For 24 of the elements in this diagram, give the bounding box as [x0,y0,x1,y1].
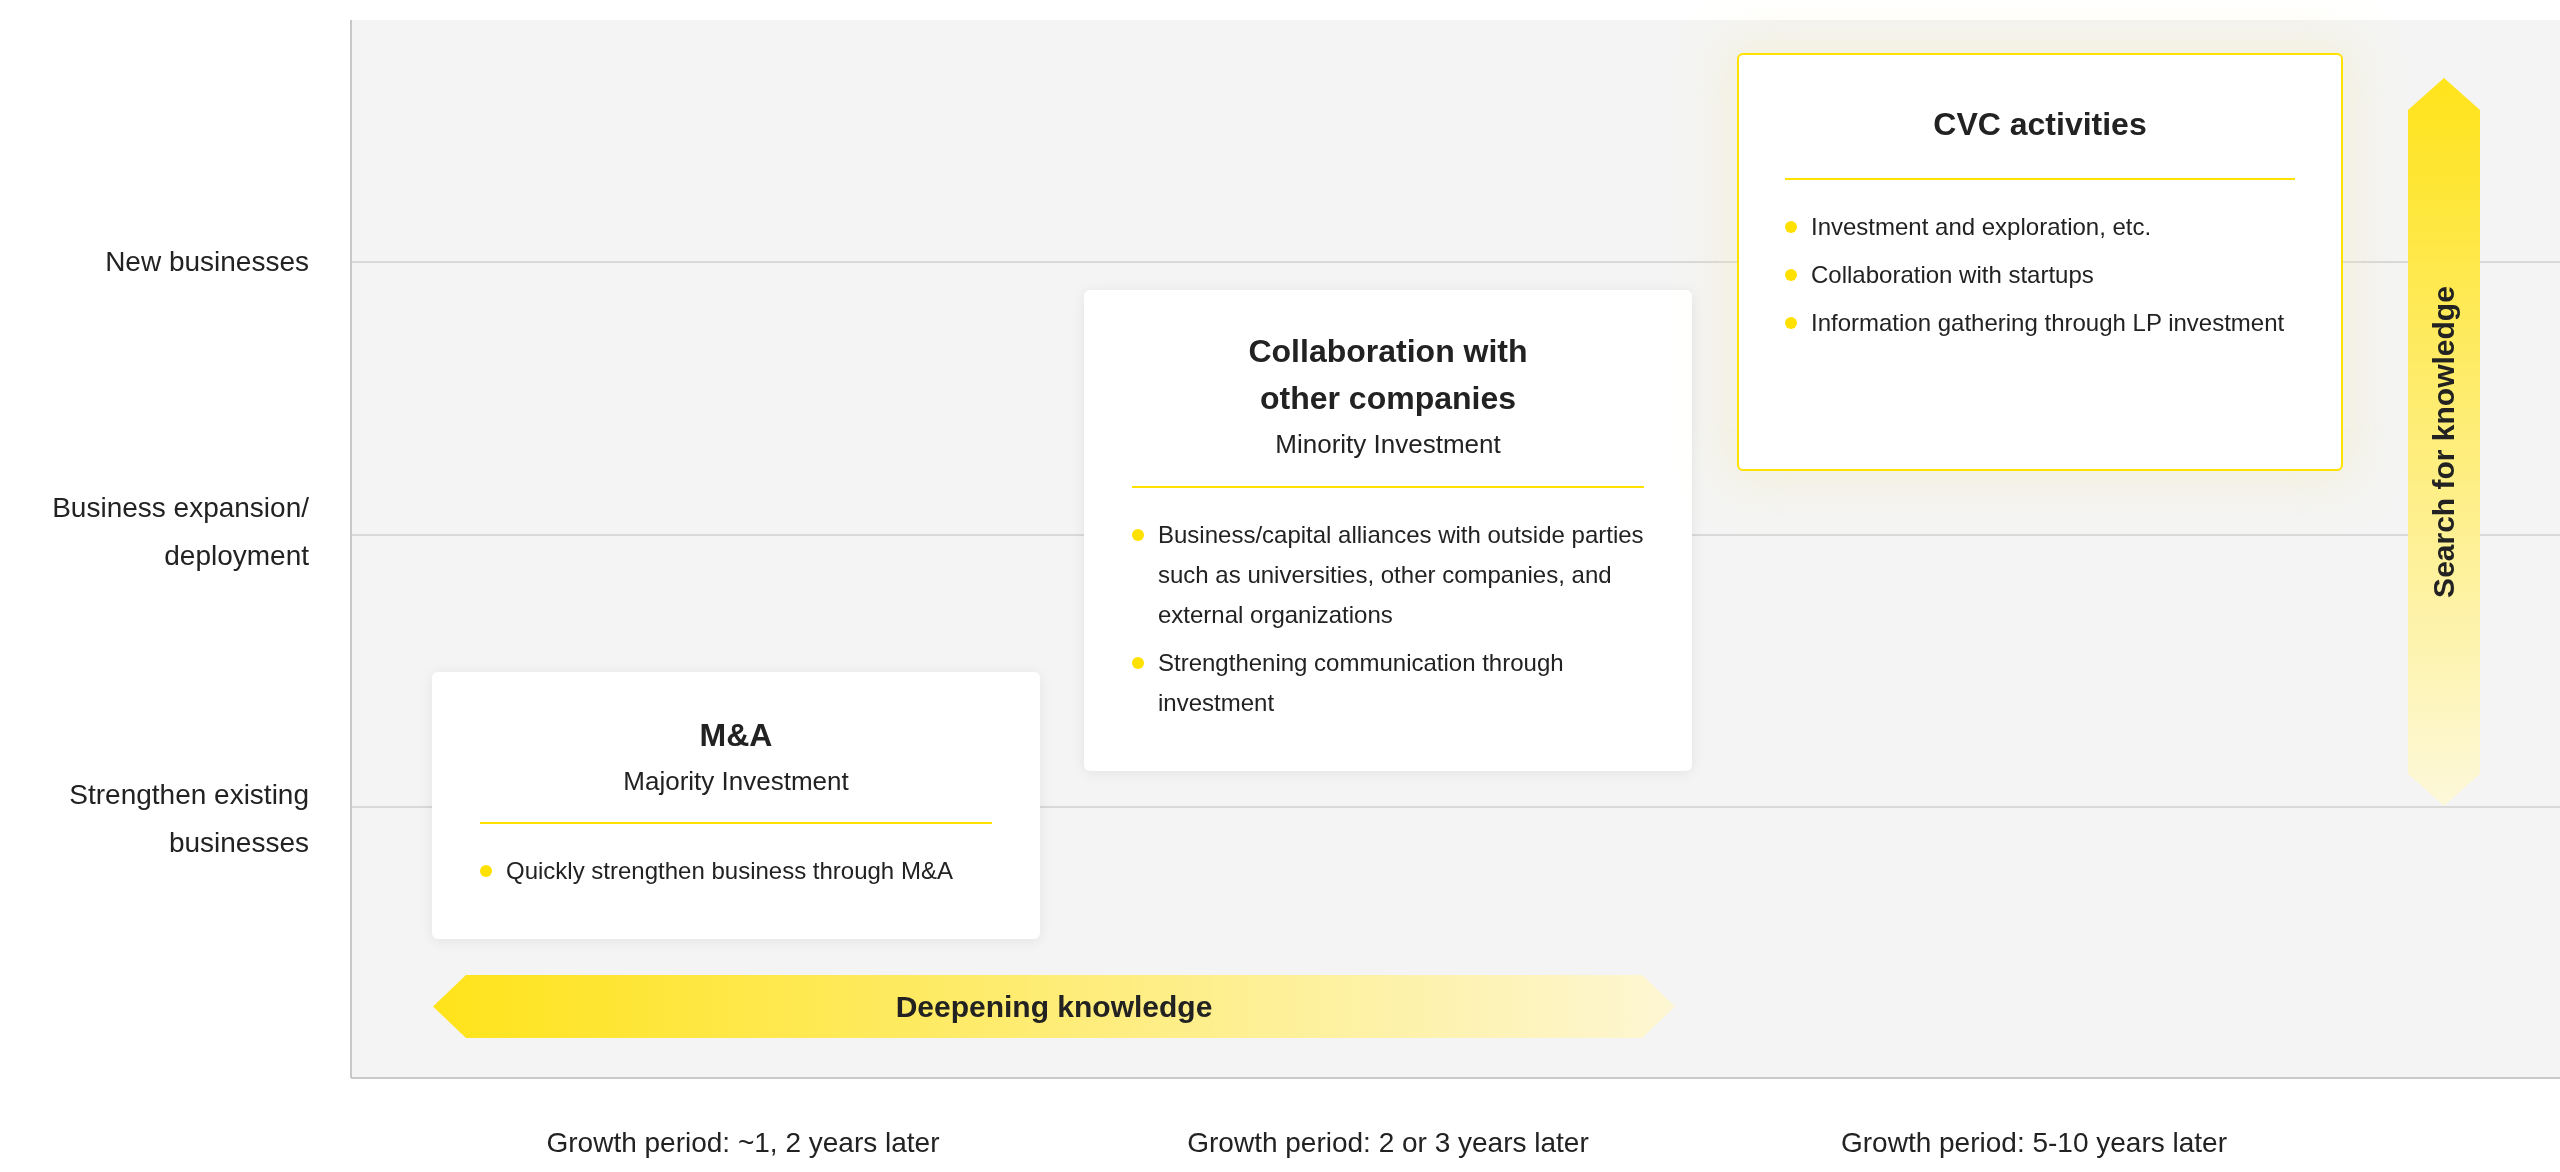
double-arrow-band [2408,78,2480,806]
bullet-text: Strengthening communication through investment [1158,648,1565,718]
bullet-text: Investment and exploration, etc. [1811,212,2152,242]
band-label: Search for knowledge [2426,286,2461,598]
bullet-text: Business/capital alliances with outside parties such as universities, other companies, and external organizations [1158,520,1644,630]
card-subtitle: Majority Investment [622,765,850,798]
column-label: Growth period: 5-10 years later [1841,1126,2227,1160]
column-label: Growth period: 2 or 3 years later [1187,1126,1589,1160]
info-card [1737,53,2343,471]
card-subtitle: Minority Investment [1274,428,1502,461]
band-label: Deepening knowledge [895,988,1213,1025]
row-label: New businesses [104,245,309,279]
card-title: CVC activities [1932,105,2148,144]
bullet-text: Information gathering through LP investment [1811,308,2285,338]
row-label: Business expansion/ deployment [51,491,309,573]
column-label: Growth period: ~1, 2 years later [546,1126,940,1160]
row-label: Strengthen existing businesses [68,778,309,860]
card-title: M&A [698,716,774,755]
card-title: Collaboration with other companies [1247,332,1529,418]
info-card [1084,290,1692,771]
bullet-text: Quickly strengthen business through M&A [506,856,953,886]
info-card [432,672,1040,939]
bullet-text: Collaboration with startups [1811,260,2094,290]
double-arrow-band [433,975,1675,1038]
